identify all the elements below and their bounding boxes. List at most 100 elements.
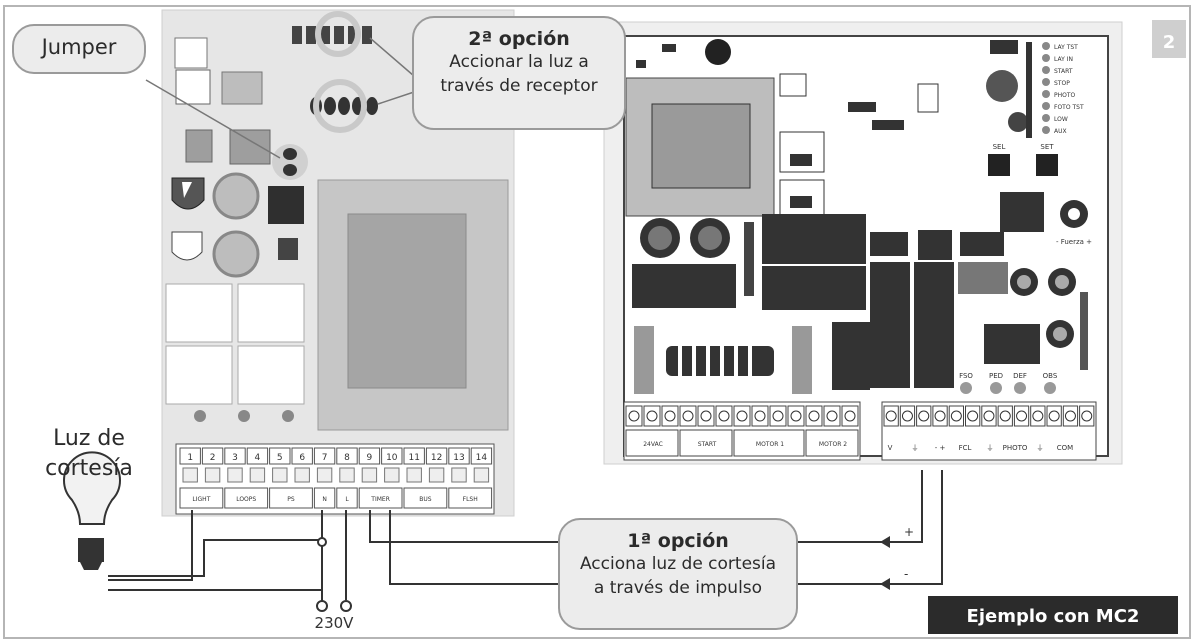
terminal-group: [403, 487, 448, 509]
terminal-number: 2: [210, 453, 216, 463]
mains-voltage-label: 230V: [315, 614, 355, 632]
terminal-number: 11: [408, 453, 419, 463]
terminal-group: [358, 487, 403, 509]
figure-number-tab: [1152, 20, 1186, 58]
terminal-group-label: PS: [287, 496, 295, 503]
terminal-group: [179, 487, 224, 509]
led-list-label: PHOTO: [1054, 92, 1076, 99]
terminal-number: 7: [322, 453, 328, 463]
status-led-icon: [1044, 382, 1056, 394]
screw-icon: [967, 410, 979, 422]
terminal-number: 5: [277, 453, 283, 463]
screw-icon: [736, 410, 748, 422]
led-list-label: AUX: [1054, 128, 1067, 135]
terminal-group: [625, 429, 679, 457]
screw-icon: [790, 410, 802, 422]
example-banner: [928, 596, 1178, 634]
terminal-clamp: [451, 467, 467, 483]
terminal-screw: [224, 447, 246, 465]
terminal-group-label: LOOPS: [236, 496, 256, 503]
status-led-icon: [960, 382, 972, 394]
terminal-clamp: [249, 467, 266, 483]
terminal-screw: [246, 447, 269, 465]
terminal-clamp: [294, 467, 310, 483]
option1-callout: 1ª opción Acciona luz de cortesía a trav…: [558, 518, 798, 630]
option2-line1: Accionar la luz a: [449, 52, 589, 72]
screw-icon: [1032, 410, 1044, 422]
negative-sign: -: [904, 567, 908, 581]
terminal-group-label: FLSH: [463, 496, 478, 503]
terminal-label: V: [888, 444, 893, 452]
terminal-label: PHOTO: [1003, 444, 1028, 452]
led-list-label: LOW: [1054, 116, 1068, 123]
terminal-number: 4: [255, 453, 261, 463]
screw-icon: [628, 410, 640, 422]
screw-icon: [901, 410, 913, 422]
status-led-label: PED: [989, 372, 1003, 380]
terminal-number: 12: [431, 453, 442, 463]
status-led-label: OBS: [1043, 372, 1058, 380]
sel-button-label: SEL: [993, 143, 1006, 151]
courtesy-light-line2: cortesía: [45, 456, 133, 481]
mains-terminal-icon: [340, 600, 352, 612]
terminal-clamp: [361, 467, 378, 483]
terminal-group: [269, 487, 313, 509]
status-led-label: FSO: [959, 372, 973, 380]
positive-arrow-icon: [880, 536, 890, 548]
terminal-clamp: [272, 467, 288, 483]
terminal-group: [733, 429, 805, 457]
screw-icon: [664, 410, 676, 422]
light-bulb-icon: [63, 451, 121, 570]
terminal-group: [224, 487, 269, 509]
terminal-group-label: BUS: [419, 496, 432, 503]
terminal-clamp: [204, 467, 221, 483]
option2-callout: 2ª opción Accionar la luz a través de re…: [412, 16, 626, 130]
terminal-group-label: LIGHT: [192, 496, 210, 503]
led-list-label: FOTO TST: [1054, 104, 1084, 111]
terminal-screw: [381, 447, 403, 465]
terminal-group-label: START: [698, 441, 717, 448]
terminal-screw: [425, 447, 448, 465]
terminal-clamp: [339, 467, 355, 483]
screw-icon: [844, 410, 856, 422]
terminal-number: 9: [367, 453, 373, 463]
terminal-label: ⏚: [987, 444, 994, 452]
terminal-screw: [403, 447, 425, 465]
screw-icon: [754, 410, 766, 422]
terminal-clamp: [384, 467, 400, 483]
terminal-label: - +: [935, 444, 946, 452]
screw-icon: [983, 410, 995, 422]
terminal-group: [679, 429, 733, 457]
terminal-clamp: [227, 467, 243, 483]
screw-icon: [772, 410, 784, 422]
terminal-group-label: N: [322, 496, 327, 503]
terminal-group-label: MOTOR 1: [756, 441, 784, 448]
negative-arrow-icon: [880, 578, 890, 590]
option1-title: 1ª opción: [627, 530, 729, 552]
led-list-label: LAY TST: [1054, 44, 1078, 51]
terminal-group: [448, 487, 493, 509]
example-banner-text: Ejemplo con MC2: [967, 606, 1140, 627]
option2-line2: través de receptor: [440, 76, 598, 96]
mains-terminal-icon: [316, 600, 328, 612]
screw-icon: [700, 410, 712, 422]
status-led-icon: [1014, 382, 1026, 394]
terminal-number: 1: [187, 453, 193, 463]
terminal-number: 8: [344, 453, 350, 463]
positive-sign: +: [904, 525, 914, 539]
screw-icon: [682, 410, 694, 422]
terminal-group: [805, 429, 859, 457]
terminal-clamp: [316, 467, 333, 483]
set-button-label: SET: [1040, 143, 1054, 151]
terminal-clamp: [473, 467, 490, 483]
terminal-number: 13: [453, 453, 464, 463]
screw-icon: [999, 410, 1011, 422]
terminal-group-label: L: [345, 496, 349, 503]
terminal-clamp: [428, 467, 445, 483]
led-list-label: START: [1054, 68, 1073, 75]
terminal-label: ⏚: [912, 444, 919, 452]
